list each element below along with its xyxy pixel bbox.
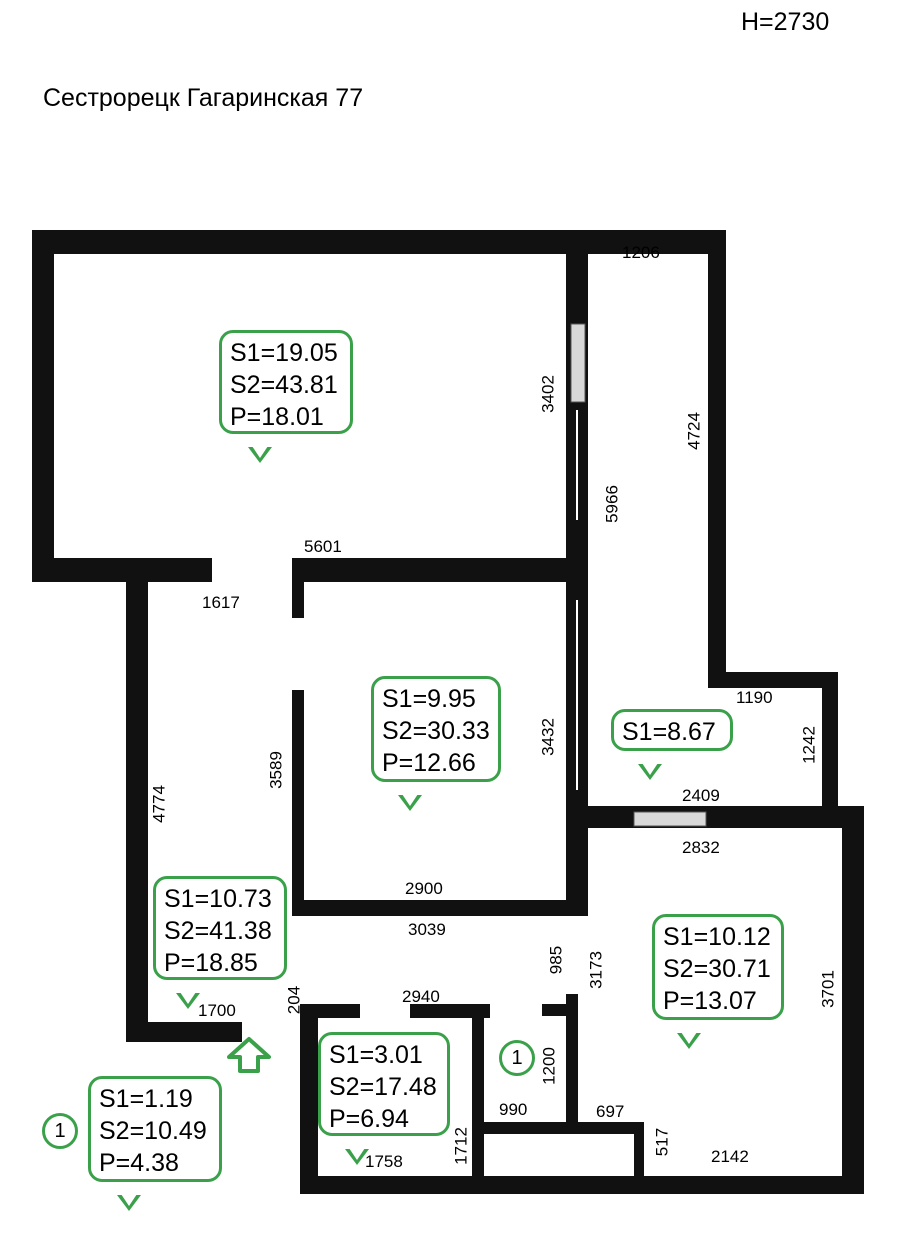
room-perimeter: P=4.38: [99, 1149, 179, 1177]
dim-1190: 1190: [736, 688, 773, 707]
room-area-s1: S1=10.12: [663, 923, 771, 951]
room-callout-hall: S1=10.73 S2=41.38 P=18.85: [153, 876, 287, 1009]
room-area-s2: S2=43.81: [230, 371, 338, 399]
wall-bath-top-right: [410, 1004, 490, 1018]
dim-5966: 5966: [602, 485, 622, 523]
wall-hall-left: [126, 582, 148, 1042]
room-perimeter: P=12.66: [382, 749, 476, 777]
wall-bath-left: [300, 1004, 318, 1194]
room-area-s1: S1=19.05: [230, 339, 338, 367]
wall-br-top: [580, 806, 864, 828]
window-right: [633, 811, 707, 827]
wall-middle-left-stub: [292, 558, 304, 618]
room-area-s2: S2=30.33: [382, 717, 490, 745]
dim-5601: 5601: [304, 537, 342, 556]
room-area-s2: S2=17.48: [329, 1073, 437, 1101]
dim-1242: 1242: [799, 726, 819, 764]
dim-3432: 3432: [538, 718, 558, 756]
wall-left-outer: [32, 230, 54, 582]
room-perimeter: P=18.01: [230, 403, 324, 431]
wall-right-lower: [822, 672, 838, 810]
dim-2832: 2832: [682, 838, 720, 857]
dim-1617: 1617: [202, 593, 240, 612]
dim-2900: 2900: [405, 879, 443, 898]
marker-circle-left: 1: [42, 1113, 78, 1149]
wall-bath-right: [472, 1004, 484, 1194]
dim-4724: 4724: [684, 412, 704, 450]
room-callout-storage: S1=1.19 S2=10.49 P=4.38: [88, 1076, 222, 1211]
dim-4774: 4774: [149, 785, 169, 823]
dim-517: 517: [652, 1127, 672, 1157]
dim-2142: 2142: [711, 1147, 749, 1166]
room-area-s1: S1=1.19: [99, 1085, 193, 1113]
room-area-s2: S2=30.71: [663, 955, 771, 983]
dim-204: 204: [284, 985, 304, 1015]
wall-bottom: [300, 1176, 864, 1194]
dim-1200: 1200: [539, 1047, 559, 1085]
wall-middle-bottom: [292, 900, 580, 916]
dim-697: 697: [596, 1102, 625, 1121]
room-perimeter: P=13.07: [663, 987, 757, 1015]
dim-1758: 1758: [365, 1152, 403, 1171]
dim-990: 990: [499, 1100, 528, 1119]
plan-title: Сестрорецк Гагаринская 77: [43, 84, 364, 112]
dim-1712: 1712: [451, 1127, 471, 1165]
wall-right-upper: [708, 230, 726, 688]
dim-3589: 3589: [266, 751, 286, 789]
wall-box-right: [634, 1122, 644, 1176]
room-area-s1: S1=9.95: [382, 685, 476, 713]
dim-3039: 3039: [408, 920, 446, 939]
room-area-s1: S1=10.73: [164, 885, 272, 913]
dim-3701: 3701: [818, 970, 838, 1008]
wall-right-step: [708, 672, 838, 688]
dim-2940: 2940: [402, 987, 440, 1006]
dim-3173: 3173: [586, 951, 606, 989]
marker-circle-center: 1: [499, 1040, 535, 1076]
room-area-s2: S2=10.49: [99, 1117, 207, 1145]
room-area-s1: S1=8.67: [622, 718, 716, 746]
entrance-arrow-icon: [227, 1037, 271, 1073]
wall-door-post: [542, 1004, 578, 1016]
wall-br-right: [842, 806, 864, 1194]
room-area-s1: S1=3.01: [329, 1041, 423, 1069]
window-upper: [570, 323, 586, 403]
dim-1206: 1206: [622, 243, 660, 262]
room-callout-bathroom: S1=3.01 S2=17.48 P=6.94: [318, 1032, 450, 1165]
wall-box-top: [472, 1122, 642, 1134]
room-callout-bottom-right: S1=10.12 S2=30.71 P=13.07: [652, 914, 784, 1049]
dim-985: 985: [546, 945, 566, 975]
room-callout-middle: S1=9.95 S2=30.33 P=12.66: [371, 676, 501, 811]
wall-hall-bottom: [126, 1022, 242, 1042]
room-perimeter: P=6.94: [329, 1105, 409, 1133]
wall-middle-left: [292, 690, 304, 912]
room-callout-top-left: S1=19.05 S2=43.81 P=18.01: [219, 330, 353, 463]
wall-top: [32, 230, 726, 254]
wall-br-left: [566, 994, 578, 1124]
wall-middle-top: [292, 558, 580, 582]
dim-1700: 1700: [198, 1001, 236, 1020]
room-perimeter: P=18.85: [164, 949, 258, 977]
ceiling-height: H=2730: [741, 8, 830, 36]
dim-2409: 2409: [682, 786, 720, 805]
room-area-s2: S2=41.38: [164, 917, 272, 945]
dim-3402: 3402: [538, 375, 558, 413]
room-callout-right-corridor: S1=8.67: [611, 709, 733, 780]
wall-left-bottom: [32, 558, 212, 582]
